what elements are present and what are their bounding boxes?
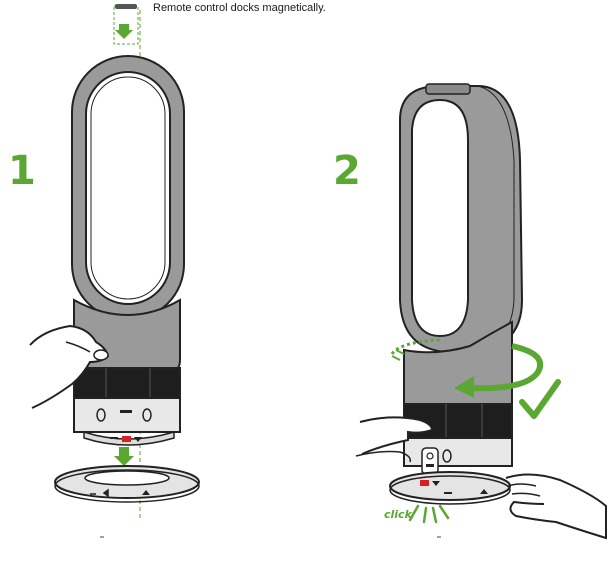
fan-body bbox=[73, 298, 181, 446]
triangle-down-icon bbox=[134, 437, 142, 442]
arrow-down-icon bbox=[115, 24, 133, 39]
caption-text: Remote control docks magnetically. bbox=[153, 2, 326, 14]
fan-illustration-step-2 bbox=[355, 83, 607, 540]
step-number-1: 1 bbox=[8, 148, 36, 194]
hand-illustration bbox=[29, 324, 110, 409]
remote-stub-top bbox=[113, 4, 139, 45]
rotate-arrow-icon bbox=[390, 338, 544, 398]
click-label: click bbox=[384, 508, 412, 521]
fan-base-ring bbox=[54, 465, 200, 503]
hand-illustration-left bbox=[355, 416, 434, 463]
step-number-2: 2 bbox=[333, 148, 361, 194]
remote-control bbox=[421, 447, 439, 475]
remote-red-indicator-2 bbox=[420, 480, 429, 486]
fan-base-2 bbox=[389, 471, 511, 505]
fan-loop-2 bbox=[399, 83, 524, 353]
arrow-down-icon bbox=[114, 447, 134, 466]
hand-illustration-right bbox=[505, 473, 607, 540]
remote-red-indicator bbox=[122, 436, 131, 442]
fan-illustration-step-1 bbox=[29, 4, 200, 520]
check-icon bbox=[519, 379, 561, 419]
click-rays-icon bbox=[408, 504, 450, 524]
fan-loop bbox=[71, 55, 185, 321]
